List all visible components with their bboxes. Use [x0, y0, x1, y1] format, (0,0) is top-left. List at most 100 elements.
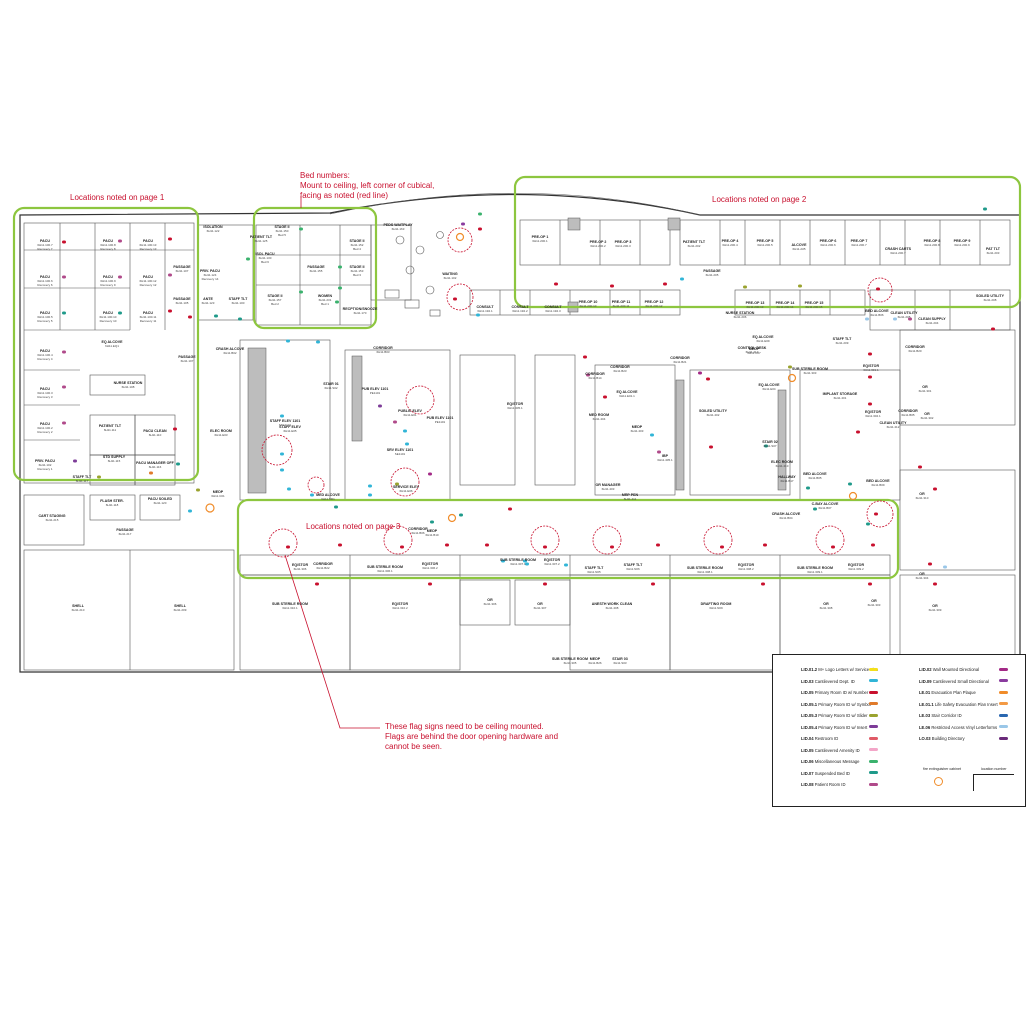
room-sub-label: Recovery 4	[37, 357, 53, 361]
sign-markers	[62, 207, 995, 586]
sign-marker	[428, 582, 432, 586]
room-label: EQ/STOR	[422, 562, 439, 566]
room-label: BED ALCOVE	[803, 472, 827, 476]
room-label: PACU	[40, 275, 50, 279]
room-number: 6H11.200.15	[806, 305, 823, 309]
room-number: 6H11.100.4	[37, 353, 53, 357]
sign-marker	[983, 207, 987, 211]
room-sub-label: Bed 4	[353, 247, 361, 251]
legend-code: LID.05	[801, 690, 814, 695]
legend-text: Cantilevered Small Directional	[931, 678, 989, 684]
room-label: PACU SOILED	[148, 497, 173, 501]
room-label: SUB STERILE ROOM	[792, 367, 828, 371]
room-number: 6H11.100.12	[140, 279, 157, 283]
room-number: 6H11.231	[319, 298, 332, 302]
room-label: CORRIDOR	[373, 346, 393, 350]
sign-marker	[299, 290, 303, 294]
room-label: PUB ELEV 1101	[427, 416, 454, 420]
room-label: PACU	[40, 311, 50, 315]
room-number: 6H11.204	[926, 321, 939, 325]
room-label: STAFF TLT	[833, 337, 852, 341]
room-label: PRE-OP 1	[532, 235, 549, 239]
legend-text: Primary Room ID w/ Insert	[817, 724, 868, 730]
legend-item: LID.08 Patient Room ID	[801, 782, 845, 787]
room-number: 6H11.102	[39, 463, 52, 467]
room-number: 6H11.B10	[425, 533, 438, 537]
room-number: 6H11.B05	[808, 476, 821, 480]
room-label: PRE-OP 15	[805, 301, 824, 305]
legend-item: LID.05 Cantilevered Amenity ID	[801, 748, 860, 753]
room-label: CONSULT	[511, 305, 529, 309]
room-label: PRE-OP 3	[615, 240, 632, 244]
sign-marker	[798, 284, 802, 288]
sign-marker	[453, 297, 457, 301]
room-sub-label: Recovery 5	[37, 319, 53, 323]
legend-text: Restroom ID	[813, 736, 839, 741]
legend-text: Stair Corridor ID	[930, 713, 962, 718]
legend-item: LID.04 Restroom ID	[801, 736, 838, 741]
room-number: 6H11.110	[149, 433, 162, 437]
sign-marker	[196, 488, 200, 492]
sign-marker	[405, 442, 409, 446]
room-number: 6H11.308.2	[738, 567, 754, 571]
room-label: MEDP	[632, 425, 643, 429]
sign-marker	[856, 430, 860, 434]
legend-fire-extinguisher: fire extinguisher cabinet	[923, 767, 961, 771]
sign-marker	[564, 563, 568, 567]
legend-item: LID.06 Miscellaneous Message	[801, 759, 859, 764]
room-label: STD SUPPLY	[103, 455, 126, 459]
legend-text: Primary Room ID w/ Number	[813, 690, 869, 695]
room-number: 6H11.307	[534, 606, 547, 610]
legend-text: Life Safety Evacuation Plan Insert	[933, 701, 998, 707]
room-label: PRE-OP 8	[924, 239, 941, 243]
sign-marker	[893, 317, 897, 321]
sign-marker	[761, 582, 765, 586]
room-sub-label: Bed 3	[353, 273, 361, 277]
legend: LID.01.2 M+ Logo Letters w/ Service Line…	[772, 654, 1026, 807]
room-number: 6H11.200.6	[820, 243, 836, 247]
room-number: 6H11.309.1	[807, 570, 823, 574]
sign-marker	[543, 545, 547, 549]
room-number: 6H11.302.1	[865, 414, 881, 418]
room-number: 6H11.200.3	[615, 244, 631, 248]
room-number: 6H11.209	[836, 341, 849, 345]
legend-code: LID.02	[919, 667, 932, 672]
room-label: CORRIDOR	[670, 356, 690, 360]
room-label: CRASH CARTS	[885, 247, 912, 251]
room-label: SUB STERILE ROOM	[367, 565, 403, 569]
page2-region	[513, 175, 1022, 309]
room-label: IMPLANT STORAGE	[823, 392, 858, 396]
room-number: 6H11.100.7	[37, 243, 53, 247]
room-label: PACU	[143, 311, 153, 315]
room-number: 6H11.304	[916, 576, 929, 580]
room-label: PRE-OP 7	[851, 239, 868, 243]
revision-clouds	[261, 227, 894, 558]
sign-marker	[743, 285, 747, 289]
room-label: OR	[932, 604, 938, 608]
legend-item: LE.03 Stair Corridor ID	[919, 713, 962, 718]
room-label: PACU	[143, 239, 153, 243]
room-label: PRIV. PACU	[200, 269, 220, 273]
room-number: 6H11.123	[202, 301, 215, 305]
legend-item: LID.03 Cantilevered Dept. ID	[801, 679, 855, 684]
room-number: 6H11.305	[564, 661, 577, 665]
room-sub-label: Recovery 3	[37, 395, 53, 399]
legend-item: LID.05.3 Primary Room ID w/ Slider	[801, 713, 868, 718]
room-number: 6H11.E01.1	[619, 394, 635, 398]
page-regions	[12, 175, 1022, 580]
room-label: CORRIDOR	[610, 365, 630, 369]
sign-marker	[868, 375, 872, 379]
room-number: 6H11.150	[276, 229, 289, 233]
room-label: WOMEN	[318, 294, 333, 298]
room-label: PACU CLEAN	[143, 429, 167, 433]
legend-text: Cantilevered Amenity ID	[813, 747, 860, 753]
room-sub-label: Recovery 12	[140, 283, 157, 287]
sign-marker	[478, 212, 482, 216]
room-label: CORRIDOR	[408, 527, 428, 531]
room-label: SHELL	[72, 604, 85, 608]
room-number: 6H11.117	[76, 479, 89, 483]
flag-signs-line1: These flag signs need to be ceiling moun…	[385, 722, 544, 731]
legend-item: LID.02 Wall Mounted Directional	[919, 667, 979, 672]
sign-marker	[928, 562, 932, 566]
room-number: 6H11.E04	[762, 387, 775, 391]
